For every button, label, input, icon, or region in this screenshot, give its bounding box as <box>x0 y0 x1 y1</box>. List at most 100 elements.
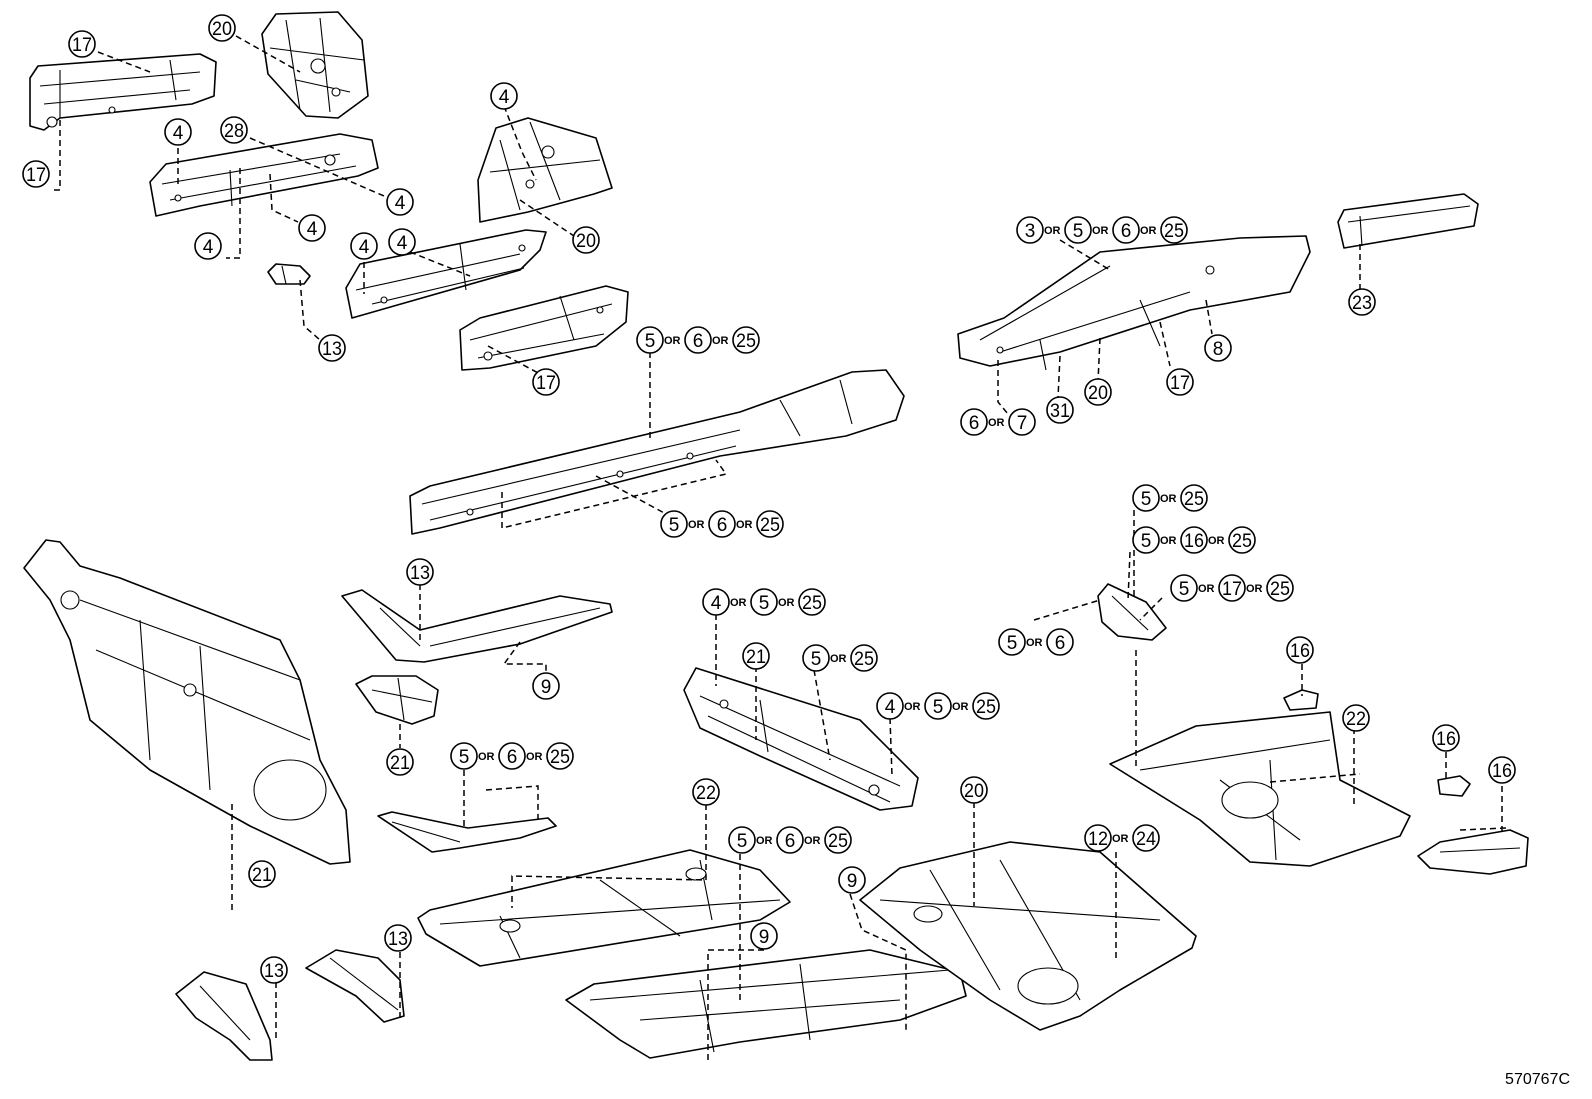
or-label: OR <box>736 519 753 531</box>
or-label: OR <box>526 751 543 763</box>
part-number: 17 <box>1222 579 1242 600</box>
callout-28: 28 <box>220 116 248 144</box>
part-extension-16 <box>1417 829 1529 875</box>
part-number: 20 <box>576 231 596 252</box>
part-number: 4 <box>711 593 722 614</box>
or-label: OR <box>952 701 969 713</box>
part-bracket-13-lower-right <box>305 949 405 1023</box>
part-plate-16-b <box>1437 775 1471 797</box>
callout-circle <box>1228 526 1256 554</box>
callout-9: 9 <box>532 672 560 700</box>
callout-4: 4 <box>164 118 192 146</box>
part-number: 16 <box>1290 641 1310 662</box>
callout-circle <box>386 748 414 776</box>
callout-circle <box>386 188 414 216</box>
part-number: 13 <box>388 929 408 950</box>
callout-circle <box>388 228 416 256</box>
or-label: OR <box>478 751 495 763</box>
part-number: 6 <box>1121 221 1132 242</box>
part-plate-16-a <box>1283 689 1319 711</box>
part-bracket-13-upper <box>267 263 311 285</box>
callout-20: 20 <box>960 776 988 804</box>
or-label: OR <box>1140 225 1157 237</box>
callout-circle <box>1180 484 1208 512</box>
part-number: 25 <box>976 697 996 718</box>
or-label: OR <box>1160 493 1177 505</box>
callout-8: 8 <box>1204 334 1232 362</box>
part-front-side-member-upper <box>29 53 217 131</box>
callout-circle <box>260 956 288 984</box>
callout-circle <box>1170 574 1198 602</box>
part-number: 9 <box>759 927 770 948</box>
or-label: OR <box>664 335 681 347</box>
part-number: 16 <box>1492 761 1512 782</box>
part-number: 28 <box>224 121 244 142</box>
part-side-member-mid <box>345 229 547 319</box>
part-number: 6 <box>507 747 518 768</box>
part-number: 25 <box>828 831 848 852</box>
callout-circle <box>298 214 326 242</box>
callout-circle <box>194 232 222 260</box>
part-number: 9 <box>541 677 552 698</box>
callout-circle <box>22 160 50 188</box>
callout-circle <box>220 116 248 144</box>
callout-21: 21 <box>742 642 770 670</box>
callout-circle <box>802 644 830 672</box>
callout-16: 16 <box>1286 636 1314 664</box>
callout-circle <box>1286 636 1314 664</box>
or-label: OR <box>712 335 729 347</box>
callout-circle <box>1180 526 1208 554</box>
part-rear-floor-pan <box>1109 711 1411 867</box>
callout-circle <box>1132 824 1160 852</box>
callout-4: 4 <box>490 82 518 110</box>
part-number: 13 <box>322 339 342 360</box>
or-label: OR <box>904 701 921 713</box>
callout-circle <box>450 742 478 770</box>
callout-31: 31 <box>1046 396 1074 424</box>
part-number: 25 <box>550 747 570 768</box>
callout-circle <box>1132 484 1160 512</box>
or-label: OR <box>778 597 795 609</box>
callout-circle <box>1064 216 1092 244</box>
callout-23: 23 <box>1348 288 1376 316</box>
callout-circle <box>532 368 560 396</box>
part-mid-floor-member <box>683 667 919 811</box>
callout-circle <box>1084 824 1112 852</box>
part-number: 16 <box>1184 531 1204 552</box>
part-number: 4 <box>173 123 184 144</box>
part-number: 25 <box>736 331 756 352</box>
callout-circle <box>1016 216 1044 244</box>
part-number: 4 <box>397 233 408 254</box>
part-number: 21 <box>746 647 766 668</box>
part-number: 5 <box>1141 489 1152 510</box>
callout-circle <box>318 334 346 362</box>
part-number: 5 <box>811 649 822 670</box>
callout-9: 9 <box>750 922 778 950</box>
part-number: 22 <box>1346 709 1366 730</box>
callout-circle <box>960 408 988 436</box>
part-number: 3 <box>1025 221 1036 242</box>
callout-circle <box>824 826 852 854</box>
callout-21: 21 <box>248 860 276 888</box>
callout-20: 20 <box>1084 378 1112 406</box>
part-number: 17 <box>536 373 556 394</box>
part-bracket-13-lower-left <box>175 971 273 1061</box>
callout-13: 13 <box>384 924 412 952</box>
part-side-member-reinforcement <box>459 285 629 371</box>
part-apron-lower <box>477 117 613 223</box>
callout-circle <box>1218 574 1246 602</box>
callout-circle <box>498 742 526 770</box>
callout-circle <box>732 326 760 354</box>
part-number: 9 <box>847 871 858 892</box>
part-apron-upper <box>261 11 369 119</box>
callout-9: 9 <box>838 866 866 894</box>
callout-circle <box>960 776 988 804</box>
callout-20: 20 <box>208 14 236 42</box>
callout-17: 17 <box>1166 368 1194 396</box>
callout-circle <box>546 742 574 770</box>
part-number: 6 <box>717 515 728 536</box>
callout-circle <box>1166 368 1194 396</box>
part-number: 4 <box>307 219 318 240</box>
